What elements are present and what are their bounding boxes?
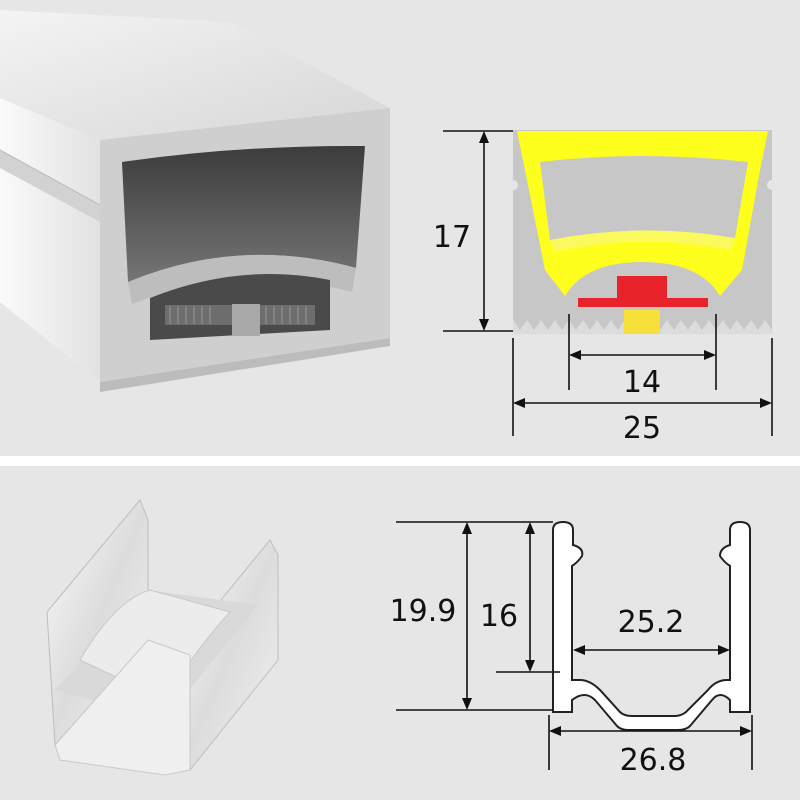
inner-width-dimension-14: 14: [623, 365, 661, 400]
clip-profile-outline: [552, 520, 751, 731]
silicone-diffuser: [517, 131, 768, 296]
led-strip: [578, 298, 708, 307]
outer-width-dimension-26-8: 26.8: [620, 743, 687, 778]
total-height-dimension-19-9: 19.9: [390, 594, 457, 629]
inner-height-dimension-16: 16: [480, 599, 518, 634]
panel-divider: [0, 456, 800, 466]
neon-profile-3d-image: [0, 10, 390, 392]
mounting-clip-3d-image: [46, 499, 279, 776]
neon-profile-cross-section: 17 14 25: [433, 130, 777, 446]
mounting-clip-cross-section: 19.9 16 25.2 26.8: [390, 520, 753, 778]
inner-width-dimension-25-2: 25.2: [618, 605, 685, 640]
outer-width-dimension-25: 25: [623, 411, 661, 446]
led-chip: [617, 276, 667, 300]
height-dimension-17: 17: [433, 220, 471, 255]
led-glow: [624, 310, 660, 334]
